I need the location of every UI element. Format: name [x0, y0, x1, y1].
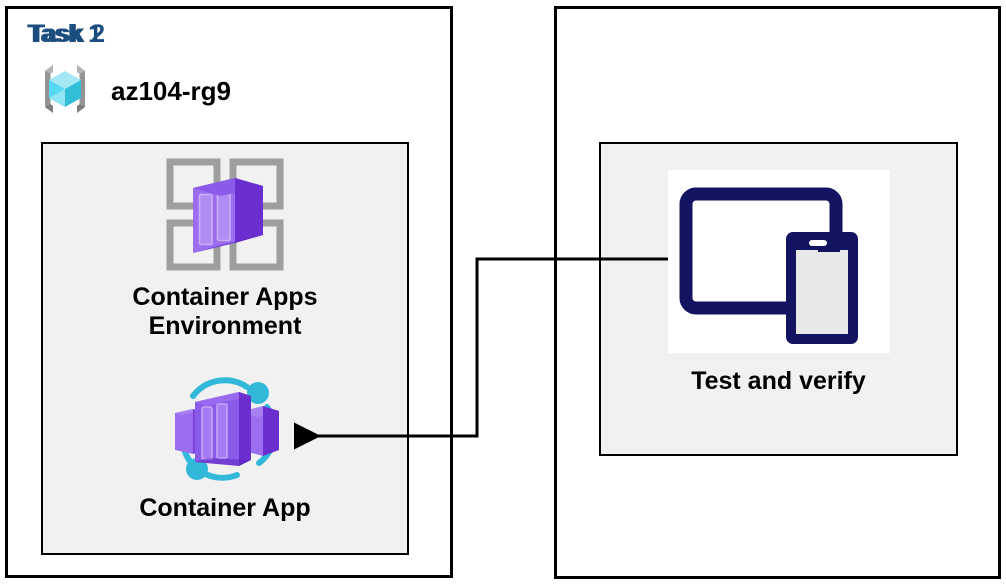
task-2-title: Task 2 [30, 20, 105, 48]
task-1-title: Task 1 [27, 20, 102, 48]
test-and-verify-label: Test and verify [691, 367, 866, 395]
accent-dot-top [247, 382, 269, 404]
container-apps-environment-label: Container Apps Environment [132, 283, 318, 340]
azure-resource-group-icon [33, 57, 97, 126]
resource-group-name: az104-rg9 [111, 76, 231, 106]
resource-group-row: az104-rg9 [33, 57, 231, 126]
container-app-label: Container App [139, 494, 311, 522]
container-apps-environment-icon [163, 155, 287, 277]
test-and-verify-devices-icon [668, 187, 890, 357]
accent-dot-bottom [186, 458, 208, 480]
container-app-icon [163, 374, 293, 490]
test-and-verify-icon-box [668, 170, 890, 353]
